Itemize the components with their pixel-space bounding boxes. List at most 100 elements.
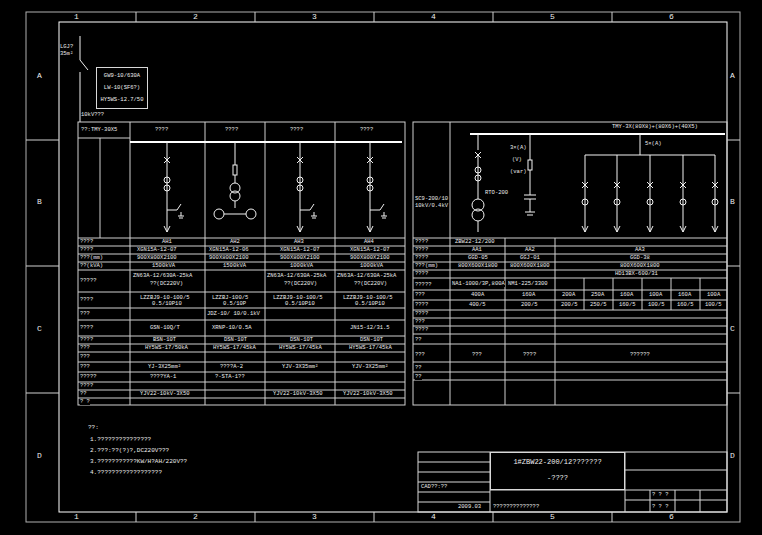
grid-reference: D (730, 452, 735, 460)
spec-text: 800X600X1800 (458, 263, 498, 269)
grid-reference: 3 (312, 513, 317, 521)
grid-reference: 1 (74, 13, 79, 21)
spec-text: NM1-225/3300 (508, 281, 548, 287)
spec-text: (V) (512, 157, 522, 163)
spec-text: AA2 (525, 247, 535, 253)
outer-frame (26, 12, 740, 522)
spec-text: ?????? (630, 352, 650, 358)
spec-text: 35m² (60, 51, 73, 57)
spec-text: XGN15A-12-07 (137, 247, 177, 253)
spec-text: GGD-38 (630, 255, 650, 261)
grid-reference: C (37, 325, 42, 333)
spec-text: 900X800X2100 (280, 255, 320, 261)
grid-reference: 3 (312, 13, 317, 21)
spec-text: DSN-10T (224, 337, 247, 343)
title-block-text: ? ? ? (652, 504, 669, 510)
spec-text: GGD-05 (468, 255, 488, 261)
note-text: 3.???????????KW/H?AH/220V?? (90, 459, 187, 465)
spec-text: 0.5/10P10 (152, 301, 182, 307)
spec-text: DSN-10T (290, 337, 313, 343)
spec-text: ??? (415, 352, 425, 358)
spec-text: 900X800X2100 (209, 255, 249, 261)
grid-reference: 6 (669, 513, 674, 521)
spec-text: ???(mm) (80, 255, 103, 261)
spec-text: ??(DC220V) (150, 281, 183, 287)
spec-text: AH4 (364, 239, 374, 245)
spec-text: YJV22-10kV-3X50 (273, 391, 323, 397)
title-block (418, 452, 727, 512)
feeder-bus (585, 134, 715, 155)
inner-frame (59, 22, 727, 512)
spec-text: LZZBJ9-10-100/5 (343, 295, 393, 301)
spec-text: YJV22-10kV-3X50 (140, 391, 190, 397)
spec-text: 400/5 (469, 302, 486, 308)
note-text: 4.?????????????????? (90, 470, 162, 476)
note-text: ??: (88, 425, 99, 431)
spec-text: ???? (415, 302, 428, 308)
outgoing-feeder (712, 155, 718, 232)
lv-table (413, 122, 727, 405)
spec-text: ???? (225, 127, 238, 133)
spec-text: DSN-10T (360, 337, 383, 343)
spec-text: RTO-200 (485, 190, 508, 196)
spec-text: ??? (415, 319, 425, 325)
spec-text: 160A (522, 292, 535, 298)
spec-text: 900X800X2100 (137, 255, 177, 261)
spec-text: ????? (80, 278, 97, 284)
spec-text: ???? (415, 255, 428, 261)
hv-busbar (130, 141, 402, 143)
spec-text: 160/5 (677, 302, 694, 308)
spec-text: 1000kVA (290, 263, 313, 269)
node-text: GW9-10/630A (104, 73, 140, 79)
spec-text: GGJ-01 (520, 255, 540, 261)
spec-text: 1000kVA (360, 263, 383, 269)
node-text: -???? (547, 475, 568, 483)
spec-text: ?? (415, 337, 422, 343)
breaker-feeder (297, 142, 317, 232)
spec-text: ???? (360, 127, 373, 133)
pt-feeder (214, 142, 256, 219)
note-text: 1.??????????????? (90, 437, 151, 443)
spec-text: ??? (80, 345, 90, 351)
spec-text: AA3 (635, 247, 645, 253)
grid-reference: C (730, 325, 735, 333)
spec-text: 160A (620, 292, 633, 298)
spec-text: 0.5/10P10 (285, 301, 315, 307)
spec-text: ???? (523, 352, 536, 358)
equipment-box: GW9-10/630ALW-10(SF6?)HY5WS-12.7/50 (96, 67, 148, 109)
spec-text: LZZBJ9-10-100/5 (273, 295, 323, 301)
spec-text: YJ-3X25mm² (148, 364, 181, 370)
grid-reference: D (37, 452, 42, 460)
grid-reference: 2 (193, 13, 198, 21)
grid-reference: 4 (431, 513, 436, 521)
spec-text: NA1-1000/3P,800A (452, 281, 505, 287)
spec-text: AH1 (162, 239, 172, 245)
spec-text: ? ? (80, 399, 90, 405)
spec-text: ZN63A-12/630A-25kA (267, 273, 326, 279)
spec-text: ??? (415, 292, 425, 298)
spec-text: LZZBJ-100/5 (212, 295, 248, 301)
grid-ticks (26, 12, 740, 522)
title-block-text: 2009.03 (458, 504, 481, 510)
spec-text: 800X600X1800 (620, 263, 660, 269)
spec-text: ???? (155, 127, 168, 133)
spec-text: ???? (415, 239, 428, 245)
spec-text: 0.5/10P10 (355, 301, 385, 307)
spec-text: HY5WS-17/45kA (349, 345, 392, 351)
spec-text: ????YA-1 (150, 374, 176, 380)
spec-text: ?-STA-1?? (215, 374, 245, 380)
spec-text: XGN15A-12-07 (350, 247, 390, 253)
spec-text: 5×(A) (645, 141, 662, 147)
spec-text: XRNP-10/0.5A (212, 325, 252, 331)
grid-reference: 4 (431, 13, 436, 21)
spec-text: ??(DC220V) (284, 281, 317, 287)
spec-text: ??? (80, 354, 90, 360)
node-text: 1#ZBW22-200/12??????? (513, 459, 601, 467)
spec-text: HY5WS-17/45kA (213, 345, 256, 351)
spec-text: XGN15A-12-06 (209, 247, 249, 253)
lv-busbar (470, 133, 725, 135)
spec-text: ???? (415, 247, 428, 253)
spec-text: 10kV??? (81, 112, 104, 118)
outgoing-feeder (647, 155, 653, 232)
